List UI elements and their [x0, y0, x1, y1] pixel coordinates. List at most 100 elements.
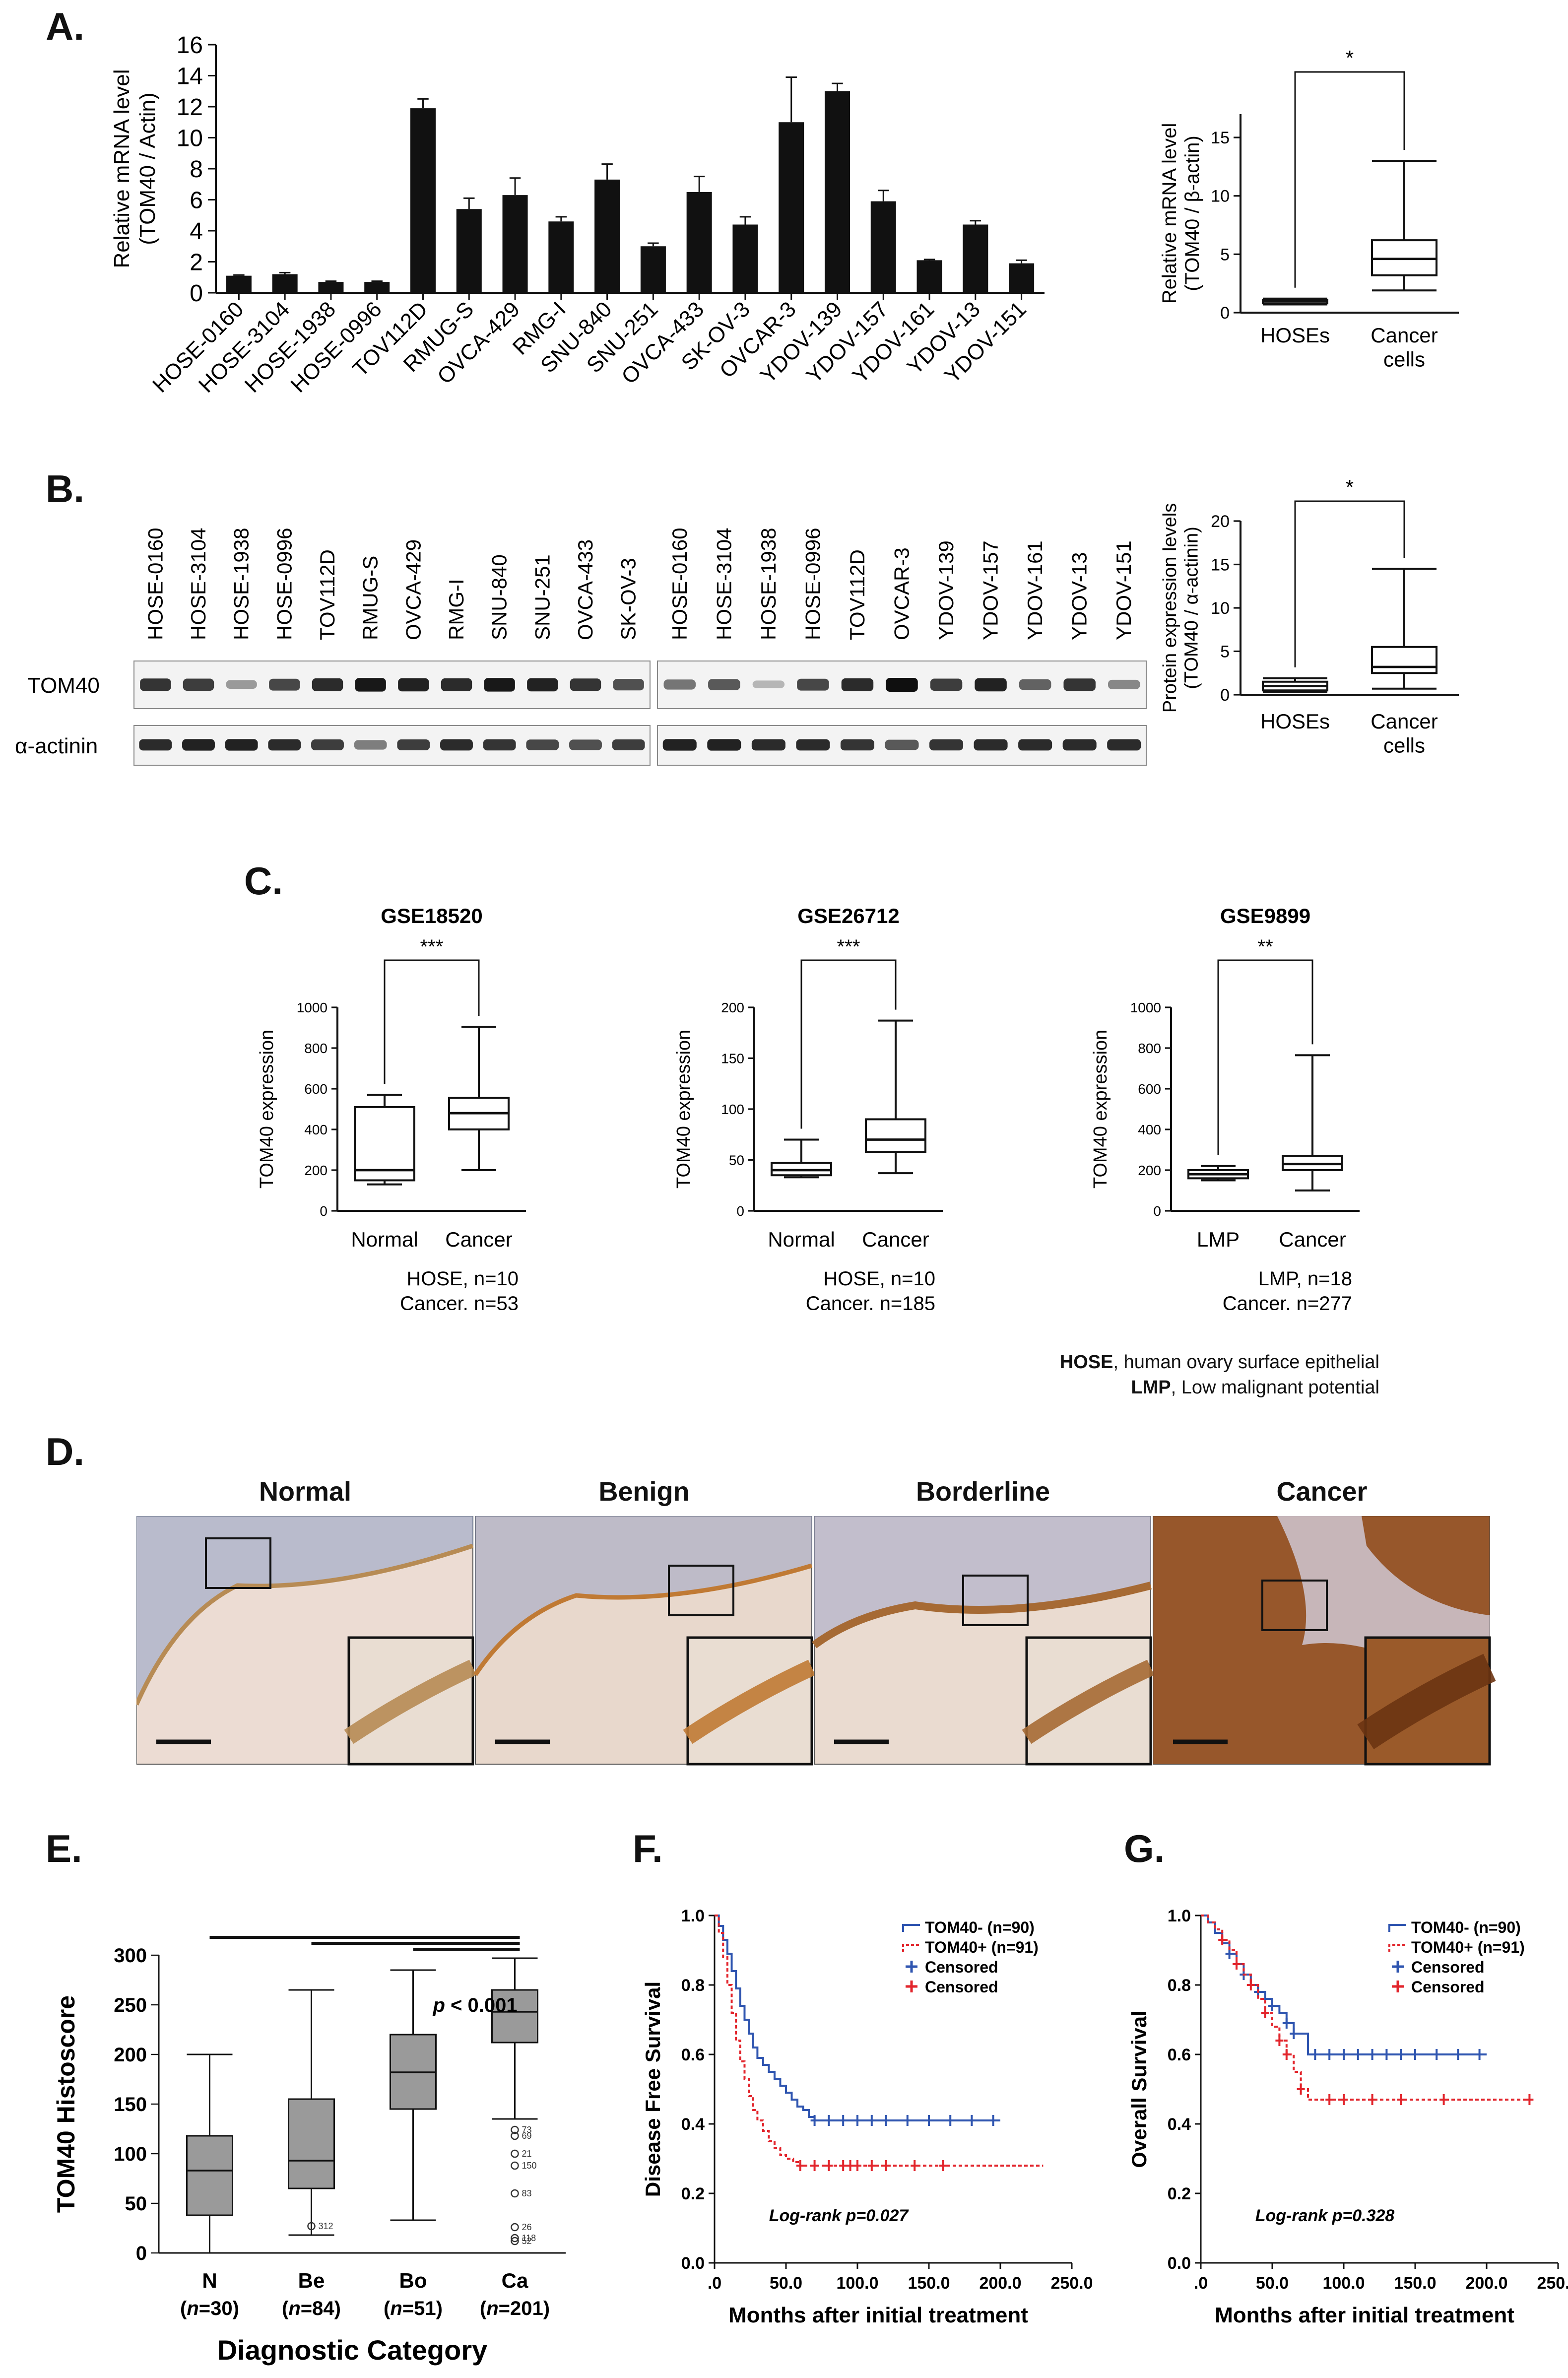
- bar-tov112d: [410, 108, 436, 293]
- outlier-label: 69: [522, 2131, 532, 2141]
- x-tick-label: 50.0: [1256, 2274, 1289, 2293]
- n-label-paren: ): [543, 2298, 550, 2319]
- n-label-n: n: [390, 2298, 402, 2319]
- y-axis-label: Relative mRNA level(TOM40 / β-actin): [1159, 123, 1203, 304]
- x-tick-label: 250.0: [1050, 2274, 1093, 2293]
- tom40-band: [752, 680, 785, 688]
- ihc-inset-layer: [1357, 1653, 1496, 1749]
- p-value: p < 0.001: [433, 1994, 518, 2016]
- lane-label: HOSE-1938: [757, 528, 780, 640]
- tom40-band: [441, 678, 472, 691]
- lane-label: HOSE-3104: [187, 528, 210, 640]
- y-tick-label: 5: [1220, 245, 1230, 264]
- category-label: Cancer: [862, 1228, 929, 1251]
- x-axis-label: Months after initial treatment: [728, 2303, 1028, 2327]
- panel-label-c: C.: [244, 859, 283, 903]
- y-axis-label: Protein expression levels(TOM40 / α-acti…: [1160, 503, 1202, 713]
- n-label: (n=201): [480, 2298, 550, 2319]
- box-1: [865, 1118, 926, 1153]
- y-tick-label: 250: [114, 1994, 147, 2016]
- significance-bracket: [384, 959, 480, 1084]
- tom40-band: [1063, 678, 1096, 691]
- y-tick-label: 50: [729, 1152, 744, 1168]
- y-tick-label: 0: [320, 1203, 327, 1219]
- category-label: Cancer: [1371, 710, 1437, 733]
- log-rank-annotation: Log-rank p=0.328: [1255, 2206, 1395, 2225]
- outlier-label: 118: [522, 2233, 536, 2243]
- y-tick-label: 300: [114, 1945, 147, 1967]
- outlier: [511, 2237, 519, 2246]
- y-tick-label: 14: [177, 64, 203, 90]
- tom40-band: [797, 678, 829, 691]
- box-1: [288, 2098, 335, 2189]
- ihc-stroma: [814, 1516, 1151, 1645]
- significance-mark: ***: [420, 936, 444, 958]
- y-axis-label: TOM40 Histoscore: [52, 1995, 80, 2213]
- actinin-band: [268, 739, 301, 751]
- legend-label: TOM40- (n=90): [1411, 1918, 1521, 1936]
- box-1: [1371, 646, 1437, 674]
- bar-ydov-151: [1009, 263, 1035, 293]
- y-tick-label: 50: [125, 2193, 147, 2215]
- ihc-region-box: [1261, 1580, 1328, 1631]
- actinin-band: [662, 739, 697, 751]
- actinin-band: [139, 739, 172, 751]
- y-tick-label: 0.6: [681, 2046, 705, 2064]
- tom40-band: [140, 678, 171, 691]
- lane-label: OVCAR-3: [890, 547, 914, 640]
- y-tick-label: 16: [177, 32, 203, 59]
- ihc-image-cancer: [1153, 1516, 1496, 1766]
- y-tick-label: 0.8: [1168, 1976, 1191, 1995]
- ihc-inset-layer: [344, 1659, 477, 1744]
- legend-swatch: [902, 1924, 920, 1932]
- y-axis-label-line: (TOM40 / β-actin): [1181, 135, 1203, 291]
- category-label: cells: [1383, 733, 1425, 757]
- ihc-inset-layer: [683, 1659, 816, 1744]
- n-label-value: =51: [402, 2298, 436, 2319]
- actinin-band: [225, 739, 258, 751]
- bar-ydov-161: [916, 260, 942, 293]
- tom40-band: [570, 678, 601, 691]
- tom40-band: [975, 678, 1007, 692]
- tom40-band: [841, 678, 874, 691]
- ihc-region-box: [668, 1565, 734, 1616]
- bar-ydov-157: [870, 201, 896, 293]
- y-tick-label: 150: [721, 1051, 744, 1066]
- bar-ydov-139: [824, 91, 850, 293]
- n-label-value: =30: [199, 2298, 233, 2319]
- blot-frame-actinin-left: [133, 725, 651, 766]
- lane-label: HOSE-0996: [801, 528, 824, 640]
- y-tick-label: 200: [721, 1000, 744, 1015]
- category-label: Normal: [351, 1228, 418, 1251]
- tom40-band: [312, 678, 343, 691]
- tom40-band: [1019, 679, 1051, 690]
- panel-d-ihc-images: [136, 1516, 1496, 1766]
- n-label: (n=84): [282, 2298, 341, 2319]
- category-label: Cancer: [445, 1228, 512, 1251]
- x-tick-label: .0: [1194, 2274, 1208, 2293]
- tom40-band: [484, 678, 515, 692]
- actinin-band: [182, 739, 215, 751]
- survival-curve-tom40-pos: [1201, 1915, 1530, 2101]
- bar-ovca-433: [686, 192, 712, 293]
- y-tick-label: 8: [190, 156, 203, 183]
- y-tick-label: 0: [1153, 1203, 1161, 1219]
- outlier-label: 83: [522, 2188, 532, 2198]
- y-tick-label: 0: [136, 2243, 147, 2264]
- survival-curve-tom40-neg: [715, 1915, 1000, 2121]
- n-label-paren: (: [180, 2298, 187, 2319]
- ihc-epithelium: [136, 1543, 474, 1706]
- y-tick-label: 400: [304, 1122, 327, 1137]
- category-label: cells: [1383, 347, 1425, 371]
- actinin-band: [569, 739, 602, 750]
- panel-label-d: D.: [46, 1430, 84, 1473]
- y-tick-label: 100: [721, 1102, 744, 1117]
- lane-label: TOV112D: [316, 549, 339, 640]
- tom40-band: [663, 679, 696, 690]
- outlier: [511, 2223, 519, 2232]
- blot-row-label-actinin: α-actinin: [15, 734, 98, 758]
- tom40-band: [930, 678, 963, 691]
- ihc-title-normal: Normal: [259, 1477, 352, 1507]
- y-tick-label: 0: [1220, 686, 1230, 705]
